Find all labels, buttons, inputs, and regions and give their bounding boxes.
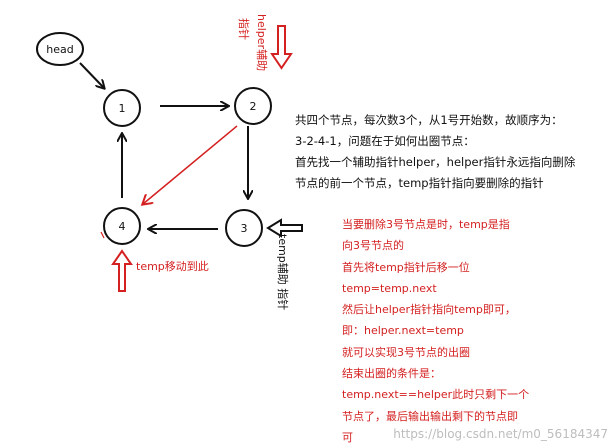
helper-pointer-icon xyxy=(270,25,293,70)
note-line: 当要删除3号节点是时，temp是指 xyxy=(342,218,510,231)
helper-pointer-label-line1: helper辅助 xyxy=(255,14,269,71)
description-text: 共四个节点，每次数3个，从1号开始数，故顺序为： 3-2-4-1，问题在于如何出… xyxy=(295,110,610,194)
temp-moved-label: temp移动到此 xyxy=(136,260,209,273)
deletion-note: 当要删除3号节点是时，temp是指 向3号节点的 首先将temp指针后移一位 t… xyxy=(342,214,612,448)
note-line: temp=temp.next xyxy=(342,281,437,295)
note-line: 结束出圈的条件是： xyxy=(342,367,441,381)
note-line: 然后让helper指针指向temp即可， xyxy=(342,303,516,317)
note-line: 可 xyxy=(342,430,353,444)
head-node: head xyxy=(36,32,84,66)
note-line: 节点了，最后输出输出剩下的节点即 xyxy=(342,409,518,423)
head-label: head xyxy=(46,43,73,56)
temp-pointer-icon xyxy=(266,218,303,238)
node-3-label: 3 xyxy=(241,222,248,235)
arrow-head-to-1 xyxy=(79,62,104,88)
temp-pointer-label: temp辅助 指针 xyxy=(276,234,290,310)
description-line: 首先找一个辅助指针helper，helper指针永远指向删除 xyxy=(295,155,576,169)
node-4-label: 4 xyxy=(119,220,126,233)
temp-moved-pointer-icon xyxy=(111,249,133,292)
node-3: 3 xyxy=(225,209,263,247)
node-4: 4 xyxy=(103,207,141,245)
note-line: 就可以实现3号节点的出圈 xyxy=(342,345,470,359)
helper-pointer-label-line2: 指针 xyxy=(237,18,251,40)
note-line: 首先将temp指针后移一位 xyxy=(342,260,470,274)
arrow-2-to-4-red xyxy=(143,125,238,204)
node-2-label: 2 xyxy=(250,100,257,113)
note-line: 即：helper.next=temp xyxy=(342,324,464,338)
description-line: 节点的前一个节点，temp指针指向要删除的指针 xyxy=(295,176,544,190)
node-1: 1 xyxy=(103,89,141,127)
note-line: temp.next==helper此时只剩下一个 xyxy=(342,388,530,402)
node-2: 2 xyxy=(234,87,272,125)
note-line: 向3号节点的 xyxy=(342,239,404,253)
node-1-label: 1 xyxy=(119,102,126,115)
watermark: https://blog.csdn.net/m0_56184347 xyxy=(393,427,608,441)
red-tick-node-4 xyxy=(100,231,105,239)
description-line: 共四个节点，每次数3个，从1号开始数，故顺序为： xyxy=(295,113,563,127)
description-line: 3-2-4-1，问题在于如何出圈节点： xyxy=(295,134,475,148)
